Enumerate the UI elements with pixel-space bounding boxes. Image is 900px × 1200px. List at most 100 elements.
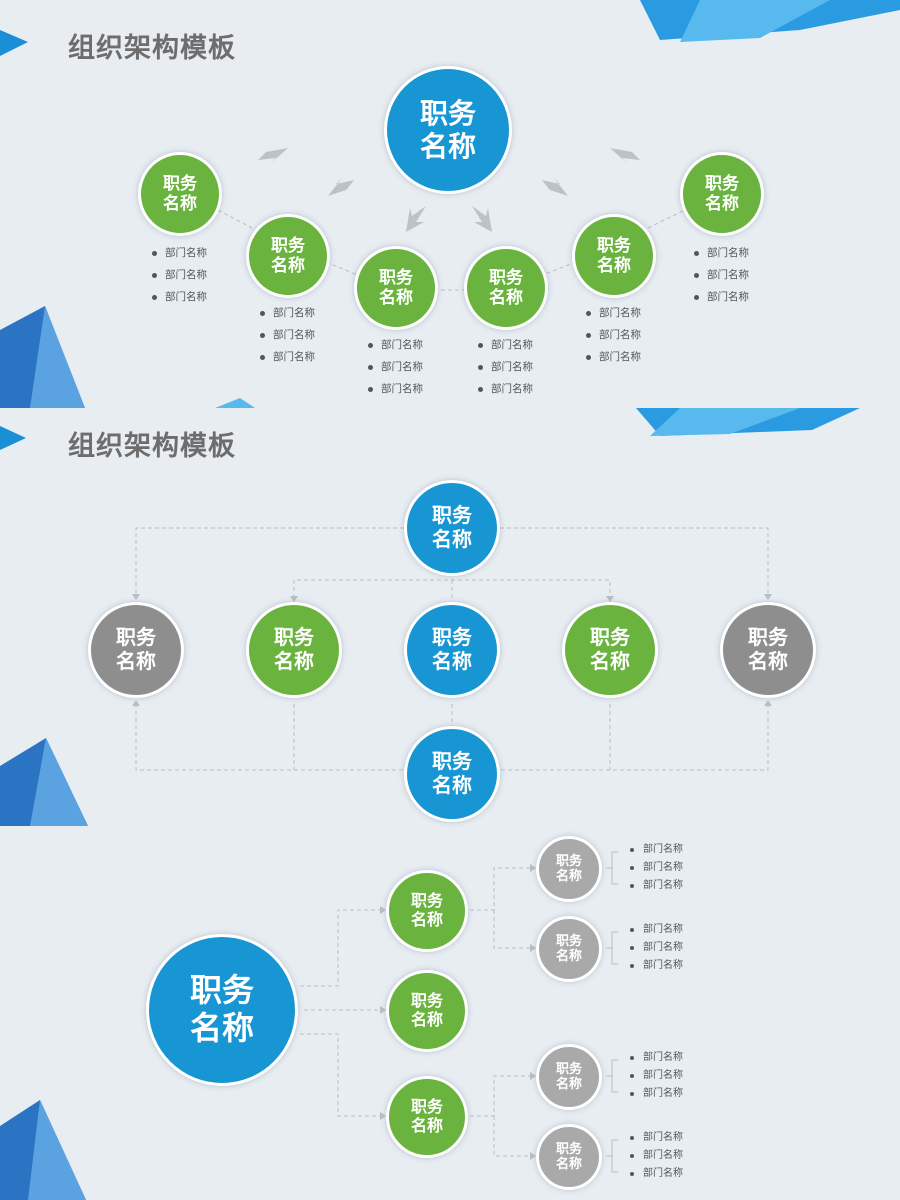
node-line2: 名称 — [432, 773, 472, 797]
node-line2: 名称 — [419, 130, 476, 163]
node-line2: 名称 — [410, 1010, 443, 1029]
department-item: 部门名称 — [630, 859, 683, 877]
corner-triangle-icon — [0, 30, 28, 56]
arrow-icon — [542, 178, 568, 198]
department-item: 部门名称 — [630, 957, 683, 975]
node-line2: 名称 — [271, 256, 305, 276]
left-shard-light-icon — [30, 738, 88, 826]
node-line2: 名称 — [590, 649, 630, 673]
position-node: 职务 名称 — [386, 1076, 468, 1158]
department-item: 部门名称 — [630, 1067, 683, 1085]
org-chart-panel-2: 组织架构模板 职务 名称 职务 名称 职务 名称 职务 名称 职务 名称 职务 … — [0, 408, 900, 1200]
node-line2: 名称 — [163, 194, 197, 214]
department-item: 部门名称 — [630, 1129, 683, 1147]
position-node: 职务 名称 — [536, 836, 602, 902]
department-item: 部门名称 — [630, 1165, 683, 1183]
panel1-decoration-layer — [0, 0, 900, 408]
node-line1: 职务 — [705, 173, 739, 194]
node-line2: 名称 — [432, 649, 472, 673]
top-right-shard-light-icon — [680, 0, 830, 42]
department-item: 部门名称 — [586, 324, 641, 346]
department-item: 部门名称 — [630, 1085, 683, 1103]
arrow-icon — [406, 206, 426, 232]
node-line1: 职务 — [555, 1061, 582, 1077]
node-line2: 名称 — [555, 1157, 582, 1172]
node-line1: 职务 — [555, 933, 582, 949]
position-node: 职务 名称 — [354, 246, 438, 330]
department-list: 部门名称 部门名称 部门名称 — [630, 1129, 683, 1183]
root-position-node: 职务 名称 — [146, 934, 298, 1086]
department-item: 部门名称 — [478, 334, 533, 356]
node-line1: 职务 — [163, 173, 197, 194]
department-item: 部门名称 — [368, 378, 423, 400]
position-node: 职务 名称 — [680, 152, 764, 236]
department-item: 部门名称 — [694, 264, 749, 286]
node-line1: 职务 — [590, 625, 630, 650]
position-node: 职务 名称 — [536, 916, 602, 982]
arrow-icon — [472, 206, 492, 232]
position-node: 职务 名称 — [536, 1124, 602, 1190]
department-item: 部门名称 — [152, 242, 207, 264]
node-line1: 职务 — [748, 625, 788, 650]
arrow-icon — [328, 178, 354, 198]
arrow-icon — [610, 146, 640, 164]
node-line1: 职务 — [271, 235, 305, 256]
page-title: 组织架构模板 — [68, 431, 236, 462]
department-item: 部门名称 — [694, 286, 749, 308]
department-item: 部门名称 — [478, 356, 533, 378]
node-line2: 名称 — [705, 194, 739, 214]
department-item: 部门名称 — [368, 356, 423, 378]
department-list: 部门名称 部门名称 部门名称 — [586, 302, 641, 368]
department-item: 部门名称 — [152, 286, 207, 308]
node-line1: 职务 — [432, 625, 472, 650]
node-line1: 职务 — [410, 1097, 443, 1117]
root-position-node: 职务 名称 — [384, 66, 512, 194]
node-line1: 职务 — [189, 971, 254, 1010]
bottom-position-node: 职务 名称 — [404, 726, 500, 822]
node-line2: 名称 — [555, 869, 582, 884]
department-list: 部门名称 部门名称 部门名称 — [152, 242, 207, 308]
node-line1: 职务 — [379, 267, 413, 288]
org-chart-panel-1: 组织架构模板 职务 名称 职务 名称 部门名称 部门名称 部门名称 职务 名称 … — [0, 0, 900, 408]
node-line1: 职务 — [274, 625, 314, 650]
department-item: 部门名称 — [630, 939, 683, 957]
node-line2: 名称 — [189, 1009, 254, 1047]
corner-triangle-icon — [0, 426, 26, 450]
department-item: 部门名称 — [260, 346, 315, 368]
node-line2: 名称 — [379, 288, 413, 308]
department-item: 部门名称 — [630, 841, 683, 859]
node-line1: 职务 — [555, 853, 582, 869]
left-shard-light-icon — [28, 1100, 86, 1200]
bottom-shard-icon — [215, 398, 255, 408]
top-right-shard-light-icon — [650, 408, 800, 436]
left-shard-light-icon — [30, 306, 85, 408]
department-item: 部门名称 — [586, 346, 641, 368]
position-node: 职务 名称 — [464, 246, 548, 330]
position-node: 职务 名称 — [572, 214, 656, 298]
department-item: 部门名称 — [630, 1147, 683, 1165]
node-line2: 名称 — [274, 649, 314, 673]
node-line1: 职务 — [410, 891, 443, 911]
department-list: 部门名称 部门名称 部门名称 — [260, 302, 315, 368]
panel2-decoration-layer — [0, 408, 860, 1200]
position-node: 职务 名称 — [246, 214, 330, 298]
position-node: 职务 名称 — [536, 1044, 602, 1110]
arrow-icon — [258, 146, 288, 164]
node-line2: 名称 — [597, 256, 631, 276]
node-line2: 名称 — [748, 649, 788, 673]
department-item: 部门名称 — [260, 324, 315, 346]
node-line2: 名称 — [410, 1116, 443, 1135]
node-line1: 职务 — [419, 96, 476, 130]
department-list: 部门名称 部门名称 部门名称 — [630, 921, 683, 975]
node-line2: 名称 — [555, 949, 582, 964]
node-line2: 名称 — [489, 288, 523, 308]
department-list: 部门名称 部门名称 部门名称 — [630, 1049, 683, 1103]
page-title: 组织架构模板 — [68, 33, 236, 64]
department-list: 部门名称 部门名称 部门名称 — [478, 334, 533, 400]
position-node: 职务 名称 — [386, 970, 468, 1052]
position-node: 职务 名称 — [88, 602, 184, 698]
node-line1: 职务 — [555, 1141, 582, 1157]
node-line1: 职务 — [410, 991, 443, 1011]
department-list: 部门名称 部门名称 部门名称 — [694, 242, 749, 308]
node-line1: 职务 — [432, 503, 472, 528]
